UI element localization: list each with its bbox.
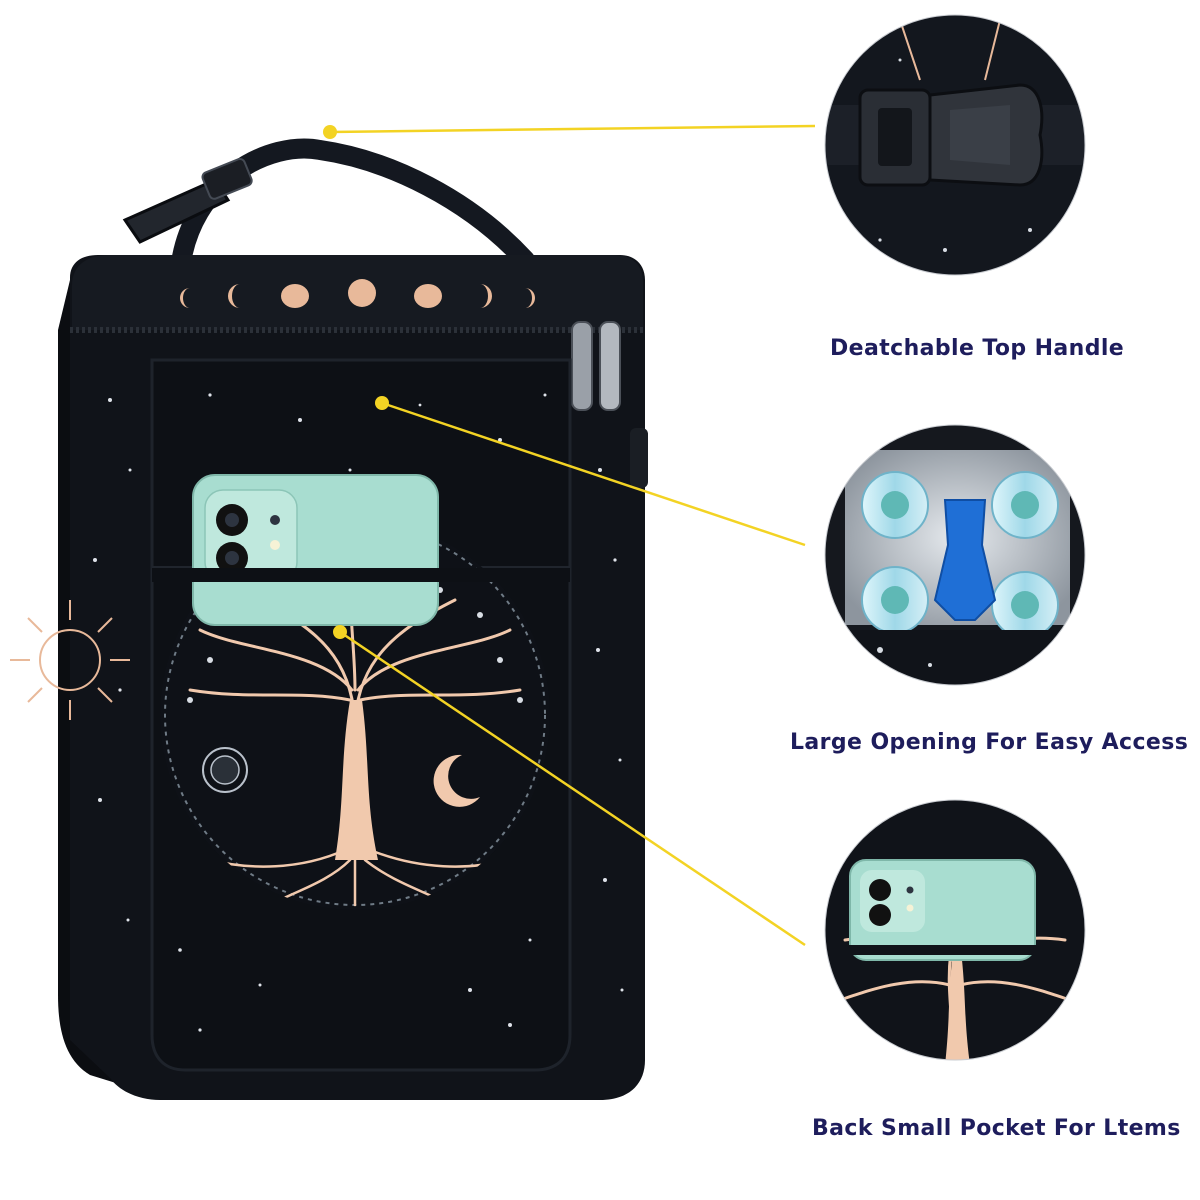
side-sun-print [10, 600, 130, 720]
zipper-pulls [571, 321, 621, 411]
caption-large-opening: Large Opening For Easy Access [790, 730, 1189, 755]
detail-circle-buckle [824, 14, 1086, 276]
caption-detachable-handle: Deatchable Top Handle [830, 336, 1125, 361]
lunch-bag [10, 138, 648, 1100]
callout-lines [323, 124, 816, 947]
sun-print [202, 747, 248, 793]
moon-print [433, 754, 480, 807]
handle-buckle [122, 157, 253, 244]
moon-phase-print [180, 279, 535, 308]
smartphone [192, 474, 439, 626]
side-strap-loop [630, 428, 648, 488]
detail-circle-pocket [824, 799, 1086, 1061]
ice-pack [933, 499, 997, 621]
bottles [861, 471, 1059, 639]
detail-circle-bottles [824, 424, 1086, 686]
caption-back-pocket: Back Small Pocket For Ltems [812, 1116, 1181, 1141]
star-print [93, 393, 624, 1032]
pocket-lip [152, 568, 570, 582]
